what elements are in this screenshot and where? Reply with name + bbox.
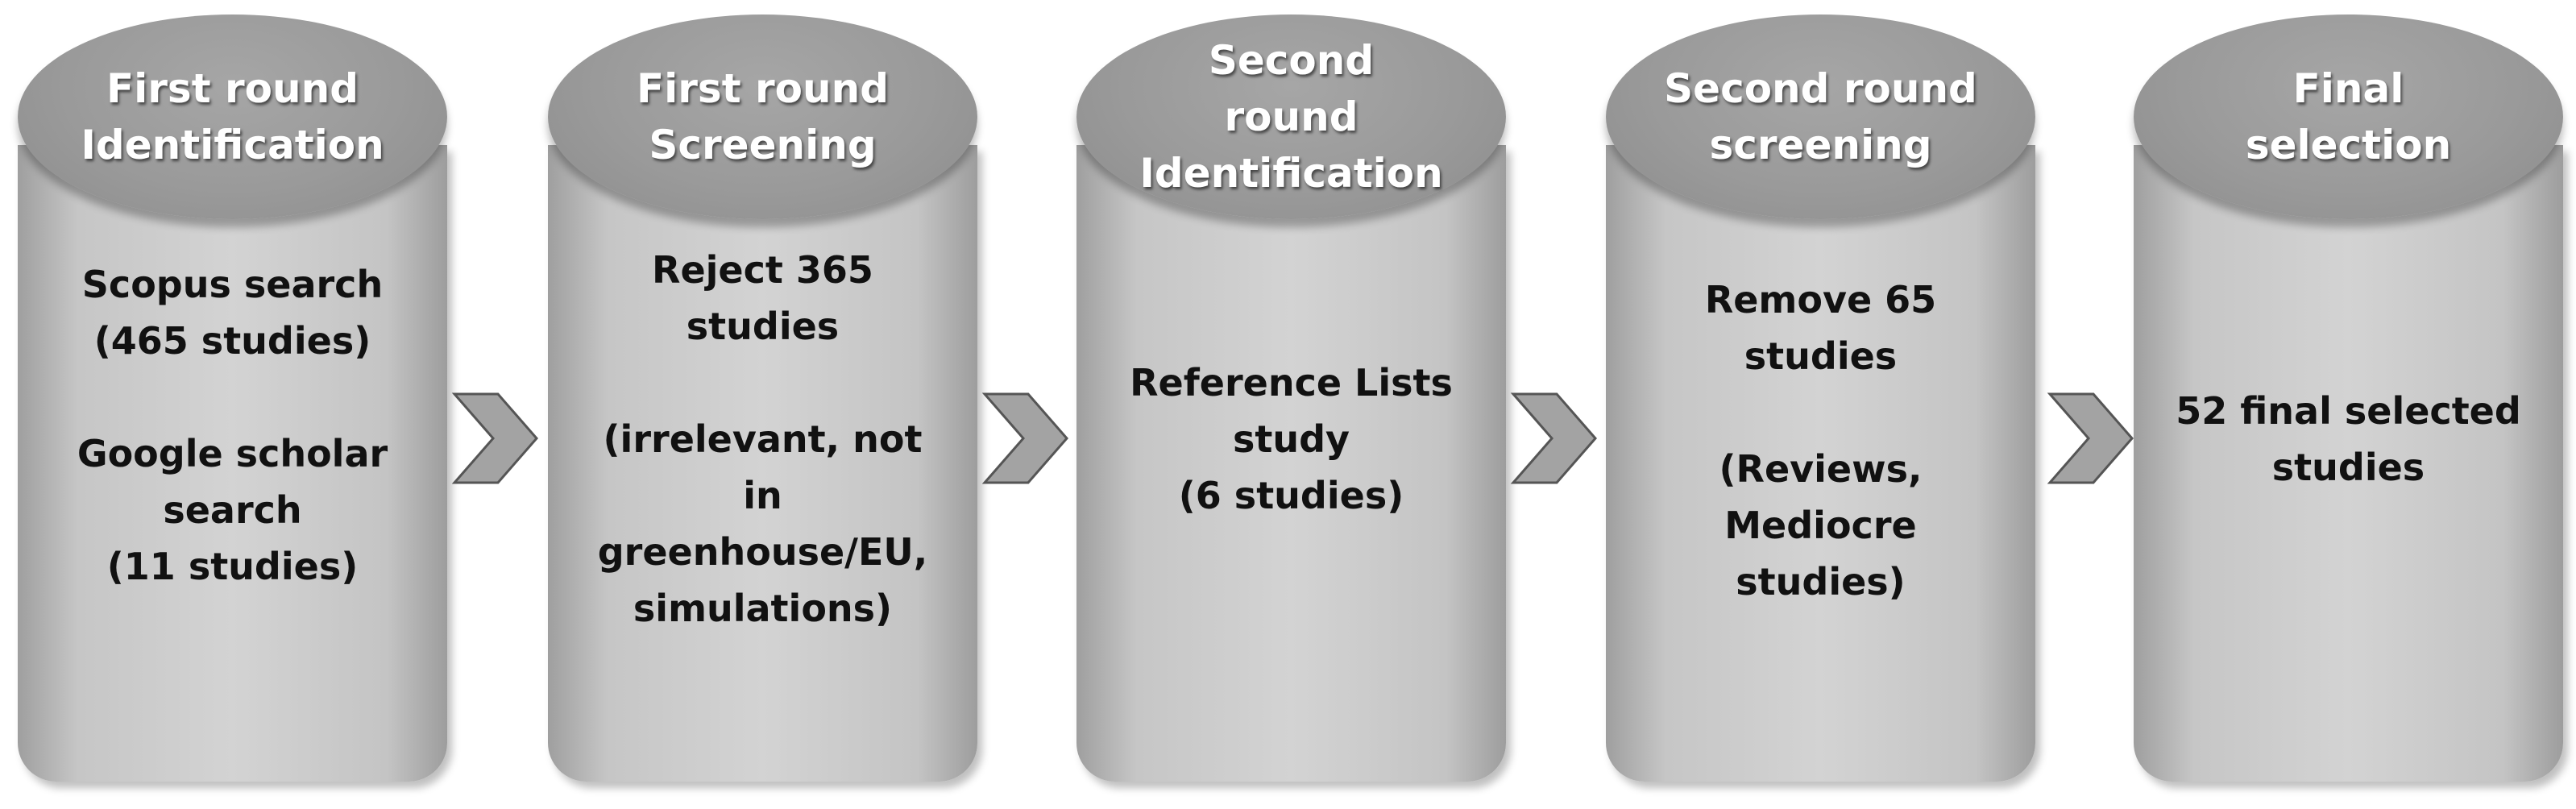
cylinder-body	[18, 145, 447, 782]
stage-body: Reference Lists study (6 studies)	[1130, 361, 1453, 517]
chevron-right-icon	[1510, 392, 1597, 484]
stage-title: First round Identification	[81, 65, 384, 168]
stage-body: Reject 365 studies (irrelevant, not in g…	[597, 248, 928, 630]
stage-second-round-identification: Second round Identification Reference Li…	[1076, 0, 1528, 809]
stage-first-round-screening: First round Screening Reject 365 studies…	[548, 0, 999, 809]
cylinder-top	[1606, 15, 2035, 219]
chevron-right-icon	[981, 392, 1068, 484]
cylinder-body	[2134, 145, 2563, 782]
stage-title: First round Screening	[636, 65, 889, 168]
cylinder-top	[1076, 15, 1506, 219]
chevron-right-icon	[2047, 392, 2134, 484]
stage-title: Second round Identification	[1139, 37, 1443, 197]
cylinder-body	[1076, 145, 1506, 782]
stage-final-selection: Final selection 52 final selected studie…	[2134, 0, 2576, 809]
cylinder-top	[18, 15, 447, 219]
cylinder-body	[1606, 145, 2035, 782]
stage-title: Second round screening	[1664, 65, 1977, 168]
stage-body: Remove 65 studies (Reviews, Mediocre stu…	[1704, 278, 1937, 604]
cylinder-body	[548, 145, 977, 782]
stage-body: Scopus search (465 studies) Google schol…	[77, 263, 388, 588]
chevron-right-icon	[451, 392, 538, 484]
stage-first-round-identification: First round Identification Scopus search…	[18, 0, 469, 809]
stage-second-round-screening: Second round screening Remove 65 studies…	[1606, 0, 2057, 809]
cylinder-top	[2134, 15, 2563, 219]
cylinder-top	[548, 15, 977, 219]
stage-body: 52 final selected studies	[2176, 389, 2521, 489]
stage-title: Final selection	[2245, 65, 2452, 168]
